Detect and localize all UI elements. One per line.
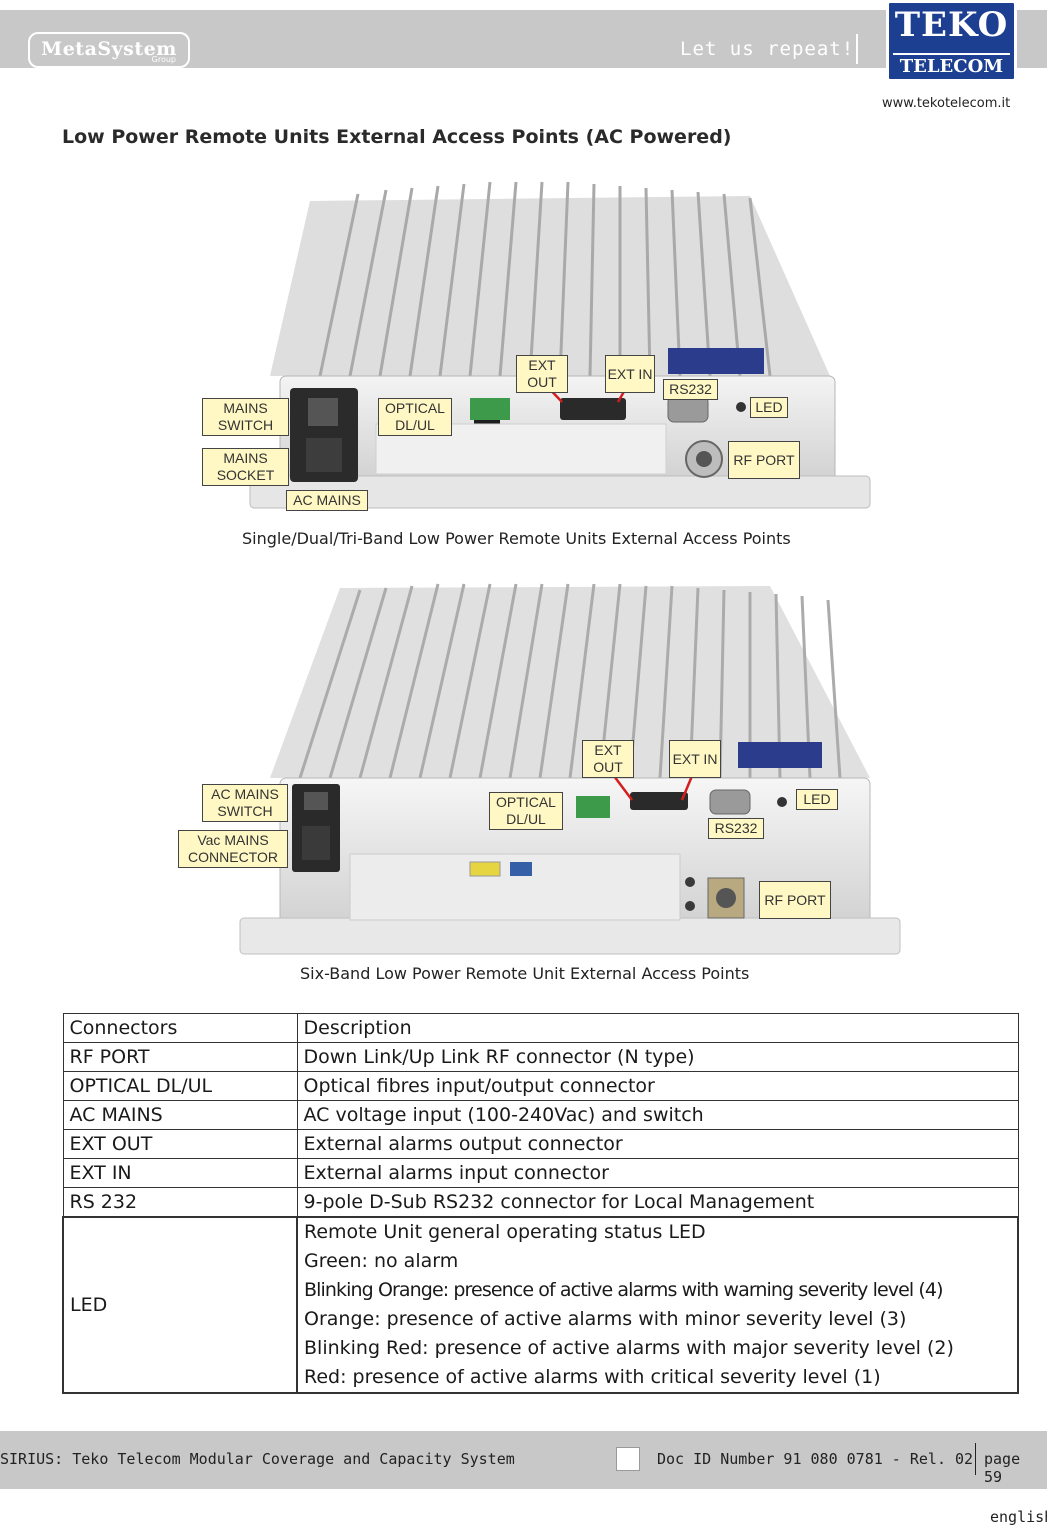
table-row: RS 232 9-pole D-Sub RS232 connector for … [62,1187,1019,1218]
led-description-cell: Remote Unit general operating status LED… [296,1216,1019,1394]
callout-ext-in: EXT IN [669,740,721,778]
header-bar: MetaSystem Group Let us repeat! [0,10,1047,68]
language-label: english [990,1508,1047,1526]
table-header-row: Connectors Description [62,1013,1019,1043]
figure2-caption: Six-Band Low Power Remote Unit External … [300,964,750,983]
table-cell: External alarms input connector [296,1158,1019,1188]
footer-bar: SIRIUS: Teko Telecom Modular Coverage an… [0,1431,1047,1489]
callout-rs232: RS232 [708,818,764,839]
footer-doc-title: SIRIUS: Teko Telecom Modular Coverage an… [0,1450,515,1468]
led-description-line: Orange: presence of active alarms with m… [304,1308,907,1330]
teko-telecom-logo: TEKO TELECOM [886,0,1017,82]
footer-divider [975,1443,976,1475]
callout-rs232: RS232 [663,379,718,400]
callout-led: LED [796,789,838,810]
led-description-line: Remote Unit general operating status LED [304,1221,706,1243]
table-cell: Down Link/Up Link RF connector (N type) [296,1042,1019,1072]
table-row: EXT IN External alarms input connector [62,1158,1019,1188]
website-link[interactable]: www.tekotelecom.it [882,96,1011,111]
metasystem-logo: MetaSystem Group [28,32,190,68]
table-cell: Optical fibres input/output connector [296,1071,1019,1101]
callout-ext-out: EXT OUT [582,740,634,778]
table-cell: RF PORT [62,1042,298,1072]
table-cell: AC voltage input (100-240Vac) and switch [296,1100,1019,1130]
metasystem-logo-group: Group [151,55,176,64]
callout-led: LED [750,397,788,418]
callout-vac-mains-connector: Vac MAINS CONNECTOR [178,830,288,868]
header-divider [856,34,858,64]
callout-ext-out: EXT OUT [516,355,568,393]
table-cell: EXT OUT [62,1129,298,1159]
footer-page-number: page 59 [984,1450,1021,1486]
connectors-table: Connectors Description RF PORT Down Link… [62,1013,1019,1394]
footer-doc-id: Doc ID Number 91 080 0781 - Rel. 02 [657,1450,974,1468]
led-description-line: Blinking Orange: presence of active alar… [304,1279,944,1301]
table-cell: OPTICAL DL/UL [62,1071,298,1101]
callout-rf-port: RF PORT [759,881,831,919]
teko-logo-top: TEKO [894,5,1009,45]
callout-ac-mains: AC MAINS [286,490,368,511]
table-cell: RS 232 [62,1187,298,1218]
metasystem-logo-text: MetaSystem [41,38,177,60]
callout-ac-mains-switch: AC MAINS SWITCH [202,784,288,822]
page-title: Low Power Remote Units External Access P… [62,126,732,148]
table-cell: LED [62,1216,298,1394]
figure1-caption: Single/Dual/Tri-Band Low Power Remote Un… [242,529,791,548]
unit-photo-six-band [239,583,901,955]
callout-mains-socket: MAINS SOCKET [202,448,289,486]
table-cell: AC MAINS [62,1100,298,1130]
table-cell: EXT IN [62,1158,298,1188]
led-description-line: Green: no alarm [304,1250,459,1272]
table-cell: 9-pole D-Sub RS232 connector for Local M… [296,1187,1019,1218]
callout-optical: OPTICAL DL/UL [378,398,452,436]
table-cell: External alarms output connector [296,1129,1019,1159]
callout-mains-switch: MAINS SWITCH [202,398,289,436]
table-row: AC MAINS AC voltage input (100-240Vac) a… [62,1100,1019,1130]
table-row: RF PORT Down Link/Up Link RF connector (… [62,1042,1019,1072]
table-row: OPTICAL DL/UL Optical fibres input/outpu… [62,1071,1019,1101]
table-row: EXT OUT External alarms output connector [62,1129,1019,1159]
led-description-line: Blinking Red: presence of active alarms … [304,1337,954,1359]
callout-ext-in: EXT IN [605,355,655,393]
callout-rf-port: RF PORT [728,441,800,479]
slogan: Let us repeat! [680,38,855,60]
table-row-led: LED Remote Unit general operating status… [62,1216,1019,1394]
led-description-line: Red: presence of active alarms with crit… [304,1366,881,1388]
footer-square-icon [616,1447,640,1471]
table-header-cell: Description [296,1013,1019,1043]
teko-logo-bottom: TELECOM [893,53,1010,77]
callout-optical: OPTICAL DL/UL [489,792,563,830]
table-header-cell: Connectors [62,1013,298,1043]
